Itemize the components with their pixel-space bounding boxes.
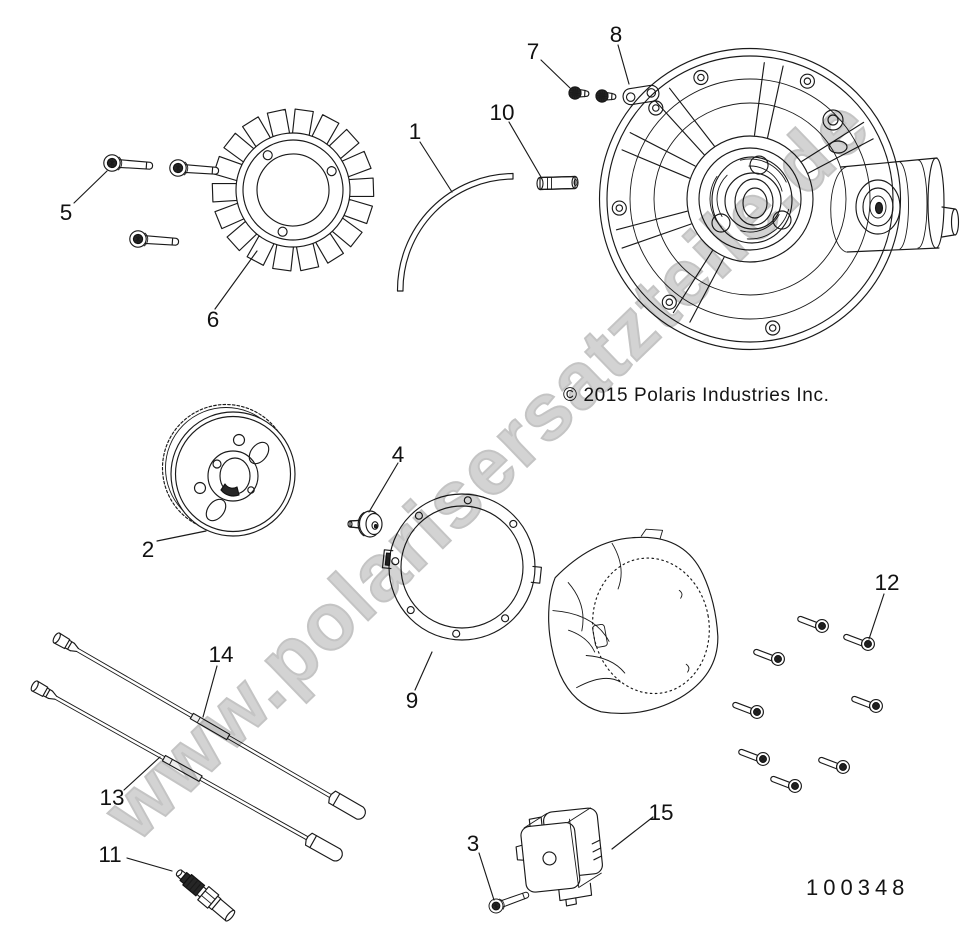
callout-7: 7 xyxy=(527,39,540,64)
coil-bolt xyxy=(486,887,532,916)
cover-extension xyxy=(830,157,960,253)
leader-12 xyxy=(868,593,885,640)
cover-ribs xyxy=(615,62,874,323)
callout-10: 10 xyxy=(489,100,514,125)
harness-loop xyxy=(396,172,514,292)
callout-12: 12 xyxy=(874,570,899,595)
leader-1 xyxy=(419,141,453,193)
flywheel xyxy=(161,403,296,537)
copyright-notice: © 2015 Polaris Industries Inc. xyxy=(563,385,830,406)
outer-cover xyxy=(548,528,719,714)
spark-plug-wire-lower xyxy=(30,680,343,862)
spark-plug xyxy=(175,869,236,922)
leader-9 xyxy=(414,651,433,691)
dowel-pin xyxy=(536,175,579,191)
leader-10 xyxy=(508,121,542,178)
callout-9: 9 xyxy=(406,688,419,713)
callout-6: 6 xyxy=(207,307,220,332)
callout-11: 11 xyxy=(98,842,121,867)
cover-bolt-set xyxy=(732,615,883,793)
leader-11 xyxy=(126,857,173,872)
cover-gasket xyxy=(381,493,542,641)
leader-14 xyxy=(202,665,218,718)
leader-15 xyxy=(611,816,654,850)
cover-screws-small xyxy=(568,86,617,104)
callout-3: 3 xyxy=(467,831,480,856)
leader-7 xyxy=(540,59,571,89)
callout-2: 2 xyxy=(142,537,155,562)
ignition-coil xyxy=(515,807,603,907)
callout-1: 1 xyxy=(409,119,422,144)
callout-15: 15 xyxy=(648,800,673,825)
spark-plug-wire-upper xyxy=(52,632,366,820)
stator-assembly xyxy=(211,108,375,272)
leader-5 xyxy=(73,170,108,204)
leader-2 xyxy=(156,530,207,542)
callout-4: 4 xyxy=(392,442,405,467)
callout-labels: 1 2 3 4 5 6 7 8 9 10 11 12 13 14 15 xyxy=(60,22,900,867)
leader-3 xyxy=(478,852,495,901)
leader-lines xyxy=(73,44,885,901)
leader-13 xyxy=(123,756,161,791)
stator-screws xyxy=(102,153,220,251)
leader-8 xyxy=(617,44,630,85)
callout-8: 8 xyxy=(610,22,623,47)
callout-13: 13 xyxy=(99,785,124,810)
diagram-part-number: 100348 xyxy=(806,875,910,900)
leader-4 xyxy=(368,462,399,513)
cover-hub xyxy=(686,135,814,263)
callout-5: 5 xyxy=(60,200,73,225)
leader-6 xyxy=(214,250,258,310)
callout-14: 14 xyxy=(208,642,233,667)
flywheel-bolt xyxy=(347,510,383,538)
crankcase-cover xyxy=(598,47,960,351)
